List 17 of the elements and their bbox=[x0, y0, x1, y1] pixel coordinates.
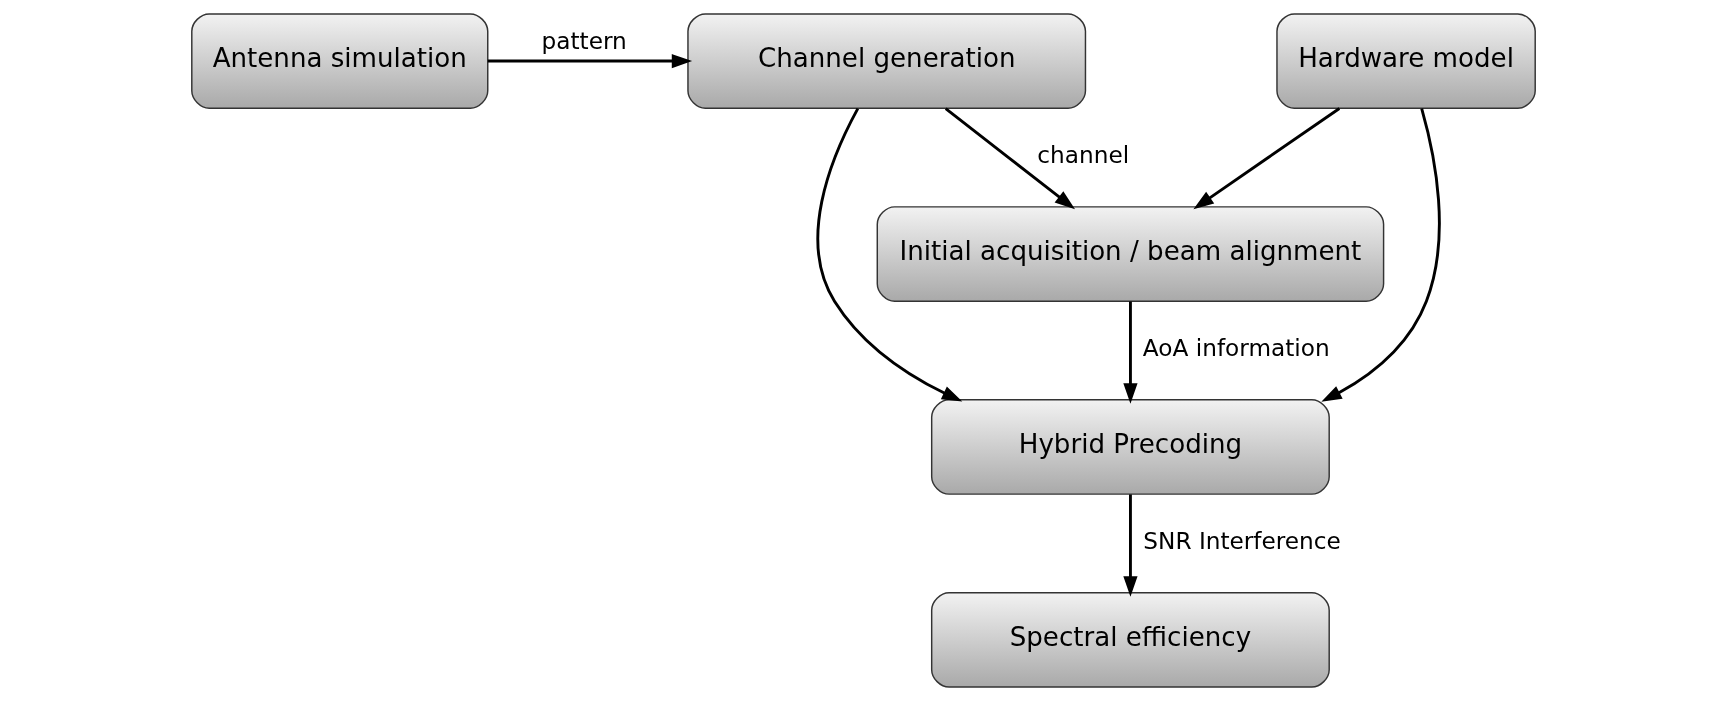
arrow bbox=[1193, 107, 1341, 210]
node-box: Hardware model bbox=[1276, 13, 1536, 109]
arrow bbox=[1123, 301, 1138, 404]
arrow bbox=[816, 107, 963, 402]
edge-label: pattern bbox=[541, 27, 627, 55]
node-box: Hybrid Precoding bbox=[930, 399, 1330, 495]
node-box: Spectral efficiency bbox=[930, 592, 1330, 688]
edge-label: channel bbox=[1037, 141, 1130, 169]
edge-label: AoA information bbox=[1142, 334, 1330, 362]
node-box: Channel generation bbox=[687, 13, 1087, 109]
node-box: Antenna simulation bbox=[191, 13, 489, 109]
arrow bbox=[1123, 494, 1138, 597]
arrow bbox=[944, 107, 1076, 210]
arrow bbox=[487, 53, 693, 69]
arrow bbox=[1321, 108, 1441, 402]
node-box: Initial acquisition / beam alignment bbox=[876, 206, 1385, 302]
edge-label: SNR Interference bbox=[1143, 526, 1341, 554]
